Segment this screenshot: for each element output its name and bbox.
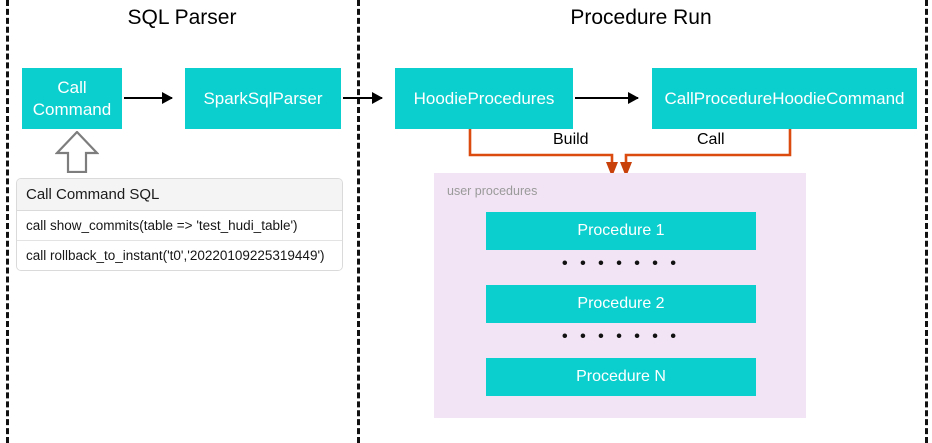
procedure-item[interactable]: Procedure 2	[486, 285, 756, 323]
procedure-list-separator: • • • • • • •	[562, 328, 680, 345]
node-hoodie-procedures[interactable]: HoodieProcedures	[395, 68, 573, 129]
procedure-list-separator: • • • • • • •	[562, 255, 680, 272]
section-title-sql-parser: SQL Parser	[127, 6, 237, 29]
sql-table-header: Call Command SQL	[17, 179, 342, 211]
user-procedures-panel: user procedures Procedure 1 • • • • • • …	[434, 173, 806, 418]
edge-label-call: Call	[692, 131, 730, 149]
node-call-procedure-hoodie-command[interactable]: CallProcedureHoodieCommand	[652, 68, 917, 129]
sql-table: Call Command SQL call show_commits(table…	[16, 178, 343, 271]
section-divider-left	[6, 0, 9, 443]
procedure-item[interactable]: Procedure 1	[486, 212, 756, 250]
section-title-procedure-run: Procedure Run	[570, 6, 712, 29]
node-spark-sql-parser[interactable]: SparkSqlParser	[185, 68, 341, 129]
sql-table-row: call rollback_to_instant('t0','202201092…	[17, 241, 342, 270]
arrow-spark-sql-parser-to-hoodie-procedures-icon	[343, 92, 383, 104]
sql-table-row: call show_commits(table => 'test_hudi_ta…	[17, 211, 342, 241]
procedure-item[interactable]: Procedure N	[486, 358, 756, 396]
section-divider-middle	[357, 0, 360, 443]
arrow-hoodie-procedures-to-call-procedure-icon	[575, 92, 639, 104]
up-arrow-outline-icon	[55, 131, 99, 173]
user-procedures-label: user procedures	[447, 184, 538, 198]
edge-label-build: Build	[548, 131, 594, 149]
section-divider-right	[925, 0, 928, 443]
arrow-call-command-to-spark-sql-parser-icon	[124, 92, 173, 104]
